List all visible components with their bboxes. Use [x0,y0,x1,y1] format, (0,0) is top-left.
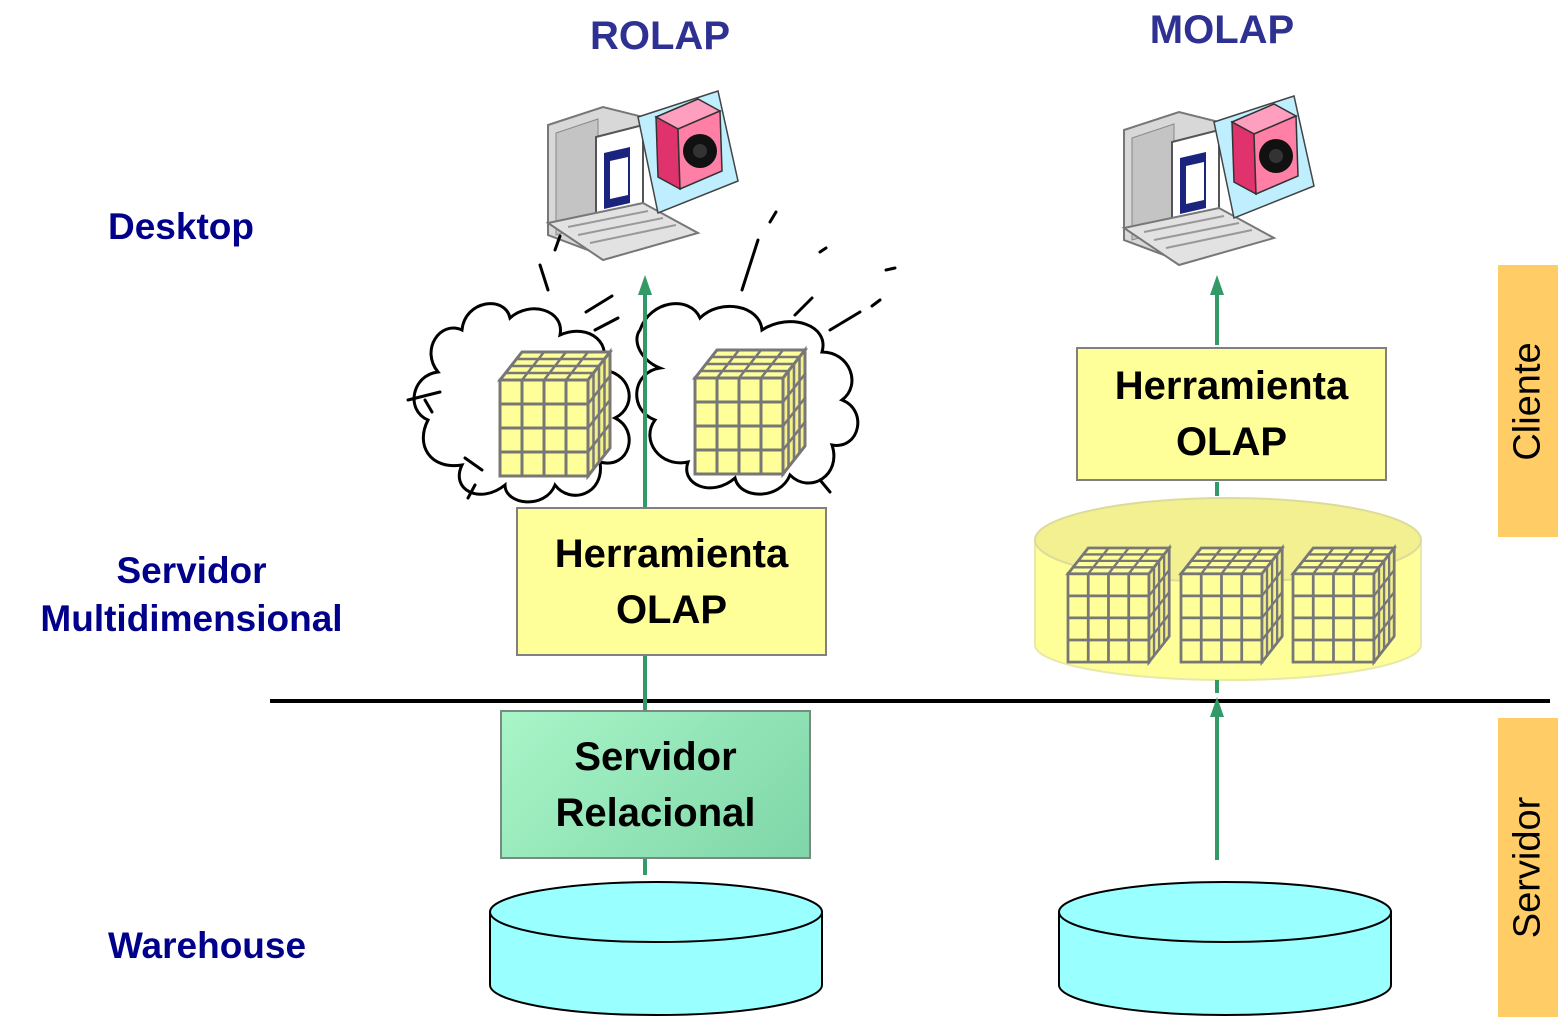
data-cube-icon [1291,546,1396,664]
relational-server-line1: Servidor [574,734,737,779]
database-cylinder-icon [489,881,823,1016]
database-cylinder-icon [1058,881,1392,1016]
tier-label-server-line2: Multidimensional [40,598,343,639]
tier-label-server: Servidor Multidimensional [0,547,383,643]
desktop-computer-icon [547,90,739,261]
tier-label-desktop: Desktop [108,206,254,247]
molap-olap-tool-box: Herramienta OLAP [1076,347,1387,481]
explosion-cloud-icon [406,210,897,504]
molap-olap-tool-line1: Herramienta [1114,364,1349,408]
data-cube-icon [498,350,612,478]
data-cube-icon [1066,546,1171,664]
rolap-olap-tool-box: Herramienta OLAP [516,507,827,656]
relational-server-box: Servidor Relacional [500,710,811,859]
data-cube-icon [693,348,807,476]
rolap-olap-tool-line2: OLAP [615,587,728,632]
molap-title: MOLAP [1149,8,1295,52]
server-tab: Servidor [1498,718,1558,1017]
desktop-computer-icon [1123,95,1315,266]
client-tab: Cliente [1498,265,1558,537]
rolap-olap-tool-line1: Herramienta [554,531,789,576]
relational-server-line2: Relacional [555,790,756,835]
data-cube-icon [1179,546,1284,664]
molap-olap-tool-line2: OLAP [1175,420,1288,464]
tier-label-server-line1: Servidor [116,550,267,591]
tier-label-warehouse: Warehouse [108,925,307,966]
rolap-title: ROLAP [590,14,730,58]
